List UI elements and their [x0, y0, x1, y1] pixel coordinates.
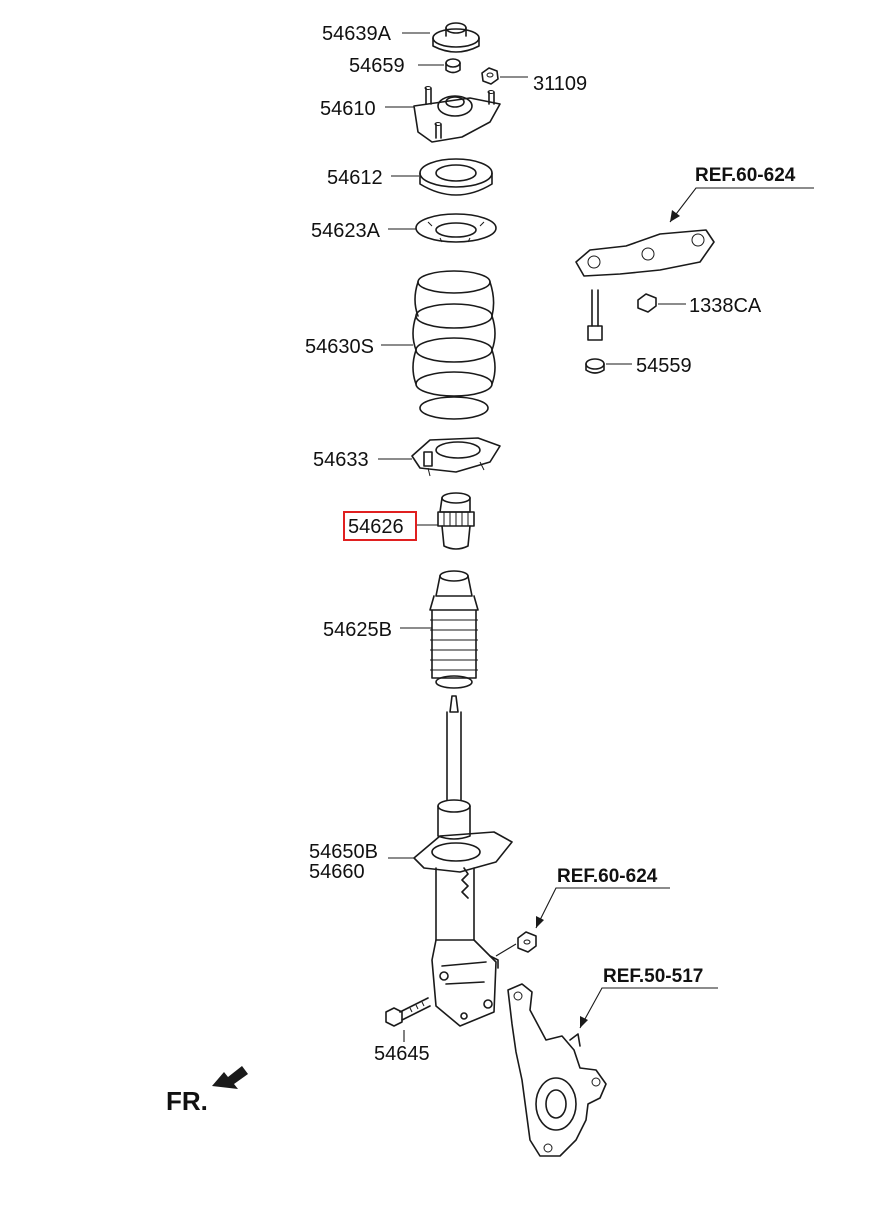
part-ref-upper-bracket[interactable]: [575, 229, 715, 374]
part-54639A-cap[interactable]: [432, 22, 480, 53]
arrow-ref-mid: [536, 916, 544, 928]
front-arrow-icon: [212, 1066, 248, 1089]
label-54612[interactable]: 54612: [327, 167, 383, 189]
label-54659[interactable]: 54659: [349, 55, 405, 77]
part-ref-mid-nut[interactable]: [517, 931, 537, 953]
label-54559[interactable]: 54559: [636, 355, 692, 377]
label-54660[interactable]: 54660: [309, 861, 365, 883]
label-ref-knuckle[interactable]: REF.50-517: [603, 966, 703, 987]
leader-ref-upper: [669, 187, 814, 223]
part-54630S-coil-spring[interactable]: [412, 270, 496, 420]
label-front: FR.: [166, 1086, 208, 1116]
label-31109[interactable]: 31109: [533, 73, 587, 95]
label-54626[interactable]: 54626: [348, 516, 404, 538]
label-1338CA[interactable]: 1338CA: [689, 295, 762, 317]
label-54645[interactable]: 54645: [374, 1043, 430, 1065]
label-54630S[interactable]: 54630S: [305, 336, 374, 358]
label-54623A[interactable]: 54623A: [311, 220, 381, 242]
label-54625B[interactable]: 54625B: [323, 619, 392, 641]
part-54633-spring-seat[interactable]: [411, 437, 501, 477]
part-54659-nut[interactable]: [445, 58, 461, 74]
part-54650B-strut-assembly[interactable]: [413, 695, 513, 1027]
leader-ref-knuckle: [579, 987, 718, 1029]
label-54639A[interactable]: 54639A: [322, 23, 392, 45]
part-54626-bump-stopper[interactable]: [437, 492, 475, 550]
part-54645-bolt[interactable]: [385, 997, 431, 1027]
part-54610-mount[interactable]: [413, 86, 501, 143]
leader-mid-to-strut: [495, 943, 517, 957]
arrow-ref-upper: [670, 210, 680, 222]
part-54612-bearing[interactable]: [419, 158, 493, 196]
arrow-ref-knuckle: [580, 1016, 588, 1028]
label-54610[interactable]: 54610: [320, 98, 376, 120]
label-54650B[interactable]: 54650B: [309, 841, 378, 863]
part-54623A-spring-pad[interactable]: [415, 213, 497, 243]
label-54633[interactable]: 54633: [313, 449, 369, 471]
leader-ref-mid: [535, 887, 670, 929]
label-ref-upper[interactable]: REF.60-624: [695, 165, 796, 186]
part-ref-knuckle[interactable]: [507, 983, 607, 1157]
part-54625B-dust-cover[interactable]: [429, 570, 479, 689]
highlight-box-54626: [343, 511, 417, 541]
label-ref-mid[interactable]: REF.60-624: [557, 866, 658, 887]
part-31109-nut[interactable]: [481, 67, 499, 85]
